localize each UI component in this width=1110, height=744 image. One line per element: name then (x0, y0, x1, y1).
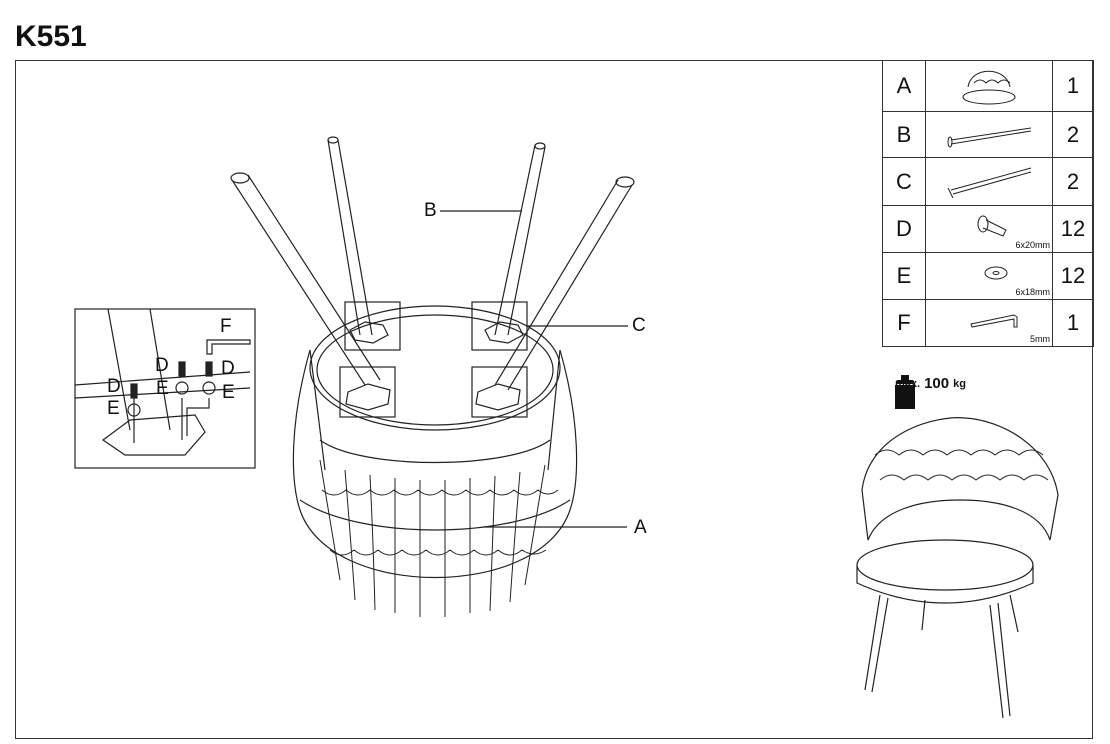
parts-row: B 2 (882, 111, 1094, 158)
part-qty: 1 (1052, 60, 1094, 112)
parts-row: A 1 (882, 60, 1094, 112)
weight-icon (895, 375, 915, 409)
detail-label-d: D (221, 358, 235, 379)
leg-c-icon (925, 157, 1053, 206)
chair-seat-icon (925, 60, 1053, 112)
part-size: 5mm (1030, 334, 1050, 344)
leader-lines (440, 210, 628, 528)
leg-b-icon (925, 111, 1053, 158)
detail-label-e: E (222, 382, 235, 403)
detail-label-e: E (107, 398, 120, 419)
label-b: B (424, 200, 437, 221)
parts-row: C 2 (882, 157, 1094, 206)
max-load: max. 100 kg (895, 375, 966, 409)
max-load-value: 100 (924, 375, 950, 392)
parts-row: D 6x20mm 12 (882, 205, 1094, 253)
chair-legs-drawing (230, 136, 635, 418)
parts-row: E 6x18mm 12 (882, 252, 1094, 300)
part-letter: E (882, 252, 926, 300)
detail-inset (74, 308, 256, 469)
chair-body-drawing (292, 305, 578, 617)
part-qty: 2 (1052, 111, 1094, 158)
bolt-icon: 6x20mm (925, 205, 1053, 253)
detail-label-f: F (220, 316, 232, 337)
washer-icon: 6x18mm (925, 252, 1053, 300)
parts-table: A 1 B 2 C 2 D 6x20mm 12 E 6x18mm 12 F 5m… (882, 60, 1094, 347)
part-letter: B (882, 111, 926, 158)
parts-row: F 5mm 1 (882, 299, 1094, 347)
model-title: K551 (15, 20, 87, 53)
label-a: A (634, 517, 647, 538)
detail-label-d: D (155, 355, 169, 376)
part-size: 6x18mm (1015, 287, 1050, 297)
part-letter: F (882, 299, 926, 347)
part-letter: C (882, 157, 926, 206)
detail-label-d: D (107, 376, 121, 397)
part-qty: 1 (1052, 299, 1094, 347)
part-qty: 12 (1052, 205, 1094, 253)
allen-key-icon: 5mm (925, 299, 1053, 347)
part-size: 6x20mm (1015, 240, 1050, 250)
assembled-chair-drawing (856, 417, 1059, 719)
part-qty: 2 (1052, 157, 1094, 206)
instruction-frame (15, 60, 1093, 739)
part-letter: D (882, 205, 926, 253)
max-load-unit: kg (953, 377, 966, 390)
label-c: C (632, 315, 646, 336)
detail-label-e: E (156, 378, 169, 399)
part-letter: A (882, 60, 926, 112)
part-qty: 12 (1052, 252, 1094, 300)
